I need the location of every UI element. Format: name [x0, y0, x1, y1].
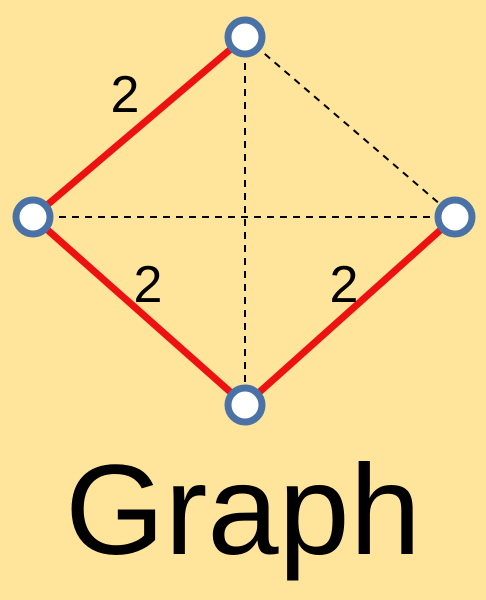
node-top [224, 16, 266, 58]
edge-top-left [29, 33, 249, 221]
edge-weight-label: 2 [134, 256, 163, 314]
node-left [12, 196, 54, 238]
edges-layer [29, 33, 459, 409]
edge-weight-label: 2 [330, 256, 359, 314]
node-right [434, 196, 476, 238]
nodes-layer [12, 16, 476, 426]
edge-left-bottom [29, 213, 249, 409]
edge-bottom-right [241, 213, 459, 409]
edge-top-right [244, 36, 456, 218]
edge-labels-layer: 2 2 2 [111, 66, 359, 314]
edge-weight-label: 2 [111, 66, 140, 124]
diagram-title: Graph [65, 439, 421, 582]
node-bottom [224, 384, 266, 426]
